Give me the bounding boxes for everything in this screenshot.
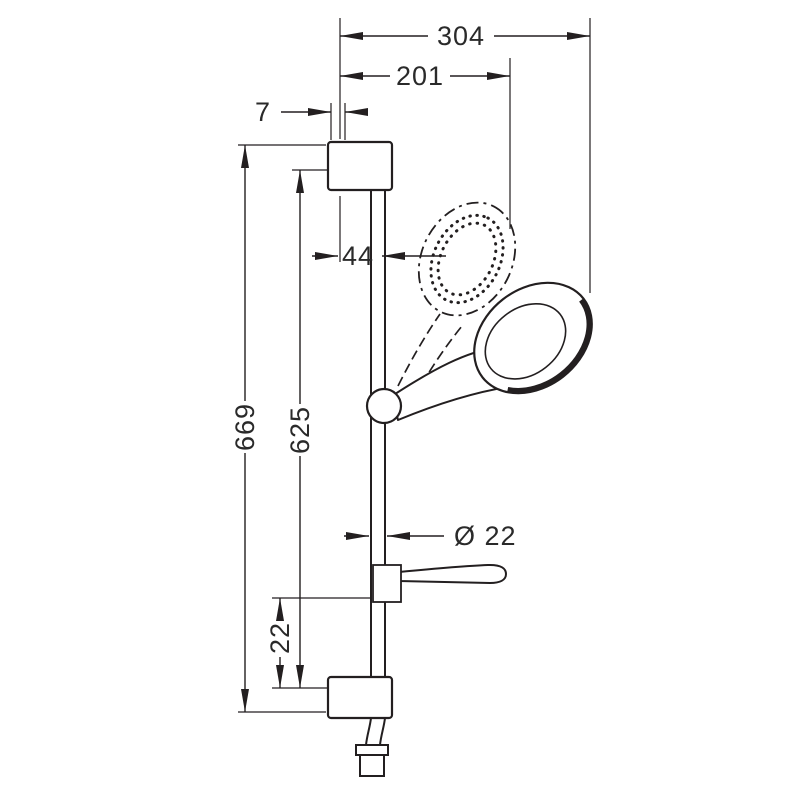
soap-dish-tray (398, 563, 507, 584)
dimension-upper-width: 201 (340, 61, 510, 91)
alt-head-spray-dots-inner (436, 221, 498, 297)
shower-head-inner-ring (484, 302, 567, 380)
hose-connector-collar (355, 744, 389, 756)
dimension-overall-height-label: 669 (230, 403, 260, 451)
dimension-bar-height: 625 (285, 170, 315, 688)
dimension-overall-height: 669 (230, 145, 260, 712)
dimension-bar-height-label: 625 (285, 406, 315, 454)
extension-lines (238, 18, 591, 713)
dimension-bracket-offset: 7 (255, 97, 368, 127)
shower-head-face (473, 281, 593, 395)
dimension-lower-offset: 22 (265, 598, 295, 688)
dimension-bar-diameter-label: Ø 22 (454, 521, 517, 551)
soap-dish-mount (372, 564, 402, 603)
dimension-rail-offset-label: 44 (342, 241, 374, 271)
top-wall-bracket (326, 140, 394, 192)
dimension-rail-offset: 44 (312, 241, 446, 271)
hose-connector-nut (359, 754, 385, 777)
dimension-upper-width-label: 201 (396, 61, 444, 91)
alt-head-outline (417, 201, 517, 317)
bottom-wall-bracket (326, 675, 394, 720)
dimension-overall-width-label: 304 (437, 21, 485, 51)
slider-holder (365, 387, 403, 425)
soap-dish (372, 563, 507, 603)
dimension-lower-offset-label: 22 (265, 622, 295, 654)
hand-shower (391, 281, 593, 421)
dimension-bar-diameter: Ø 22 (344, 521, 517, 551)
alt-head-spray-dots-outer (429, 213, 505, 305)
dimension-bracket-offset-label: 7 (255, 97, 271, 127)
shower-hose (355, 717, 389, 777)
dimension-overall-width: 304 (340, 21, 590, 51)
